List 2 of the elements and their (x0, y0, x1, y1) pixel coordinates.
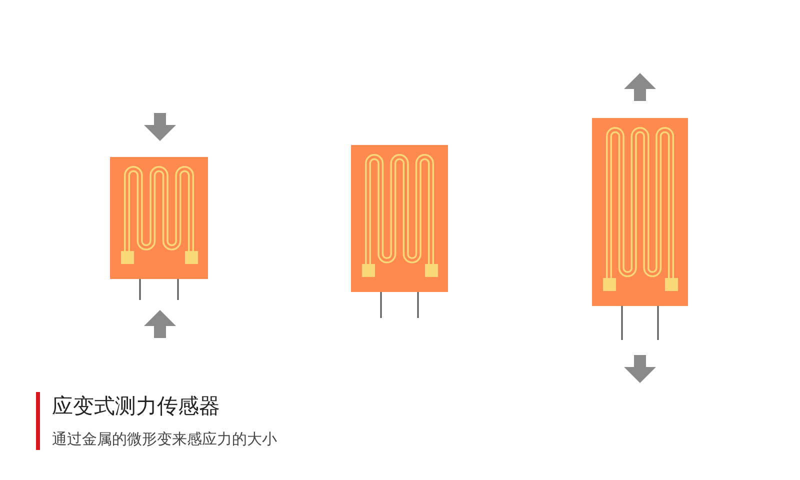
title: 应变式测力传感器 (52, 393, 220, 420)
caption: 通过金属的微形变来感应力的大小 (52, 430, 277, 449)
